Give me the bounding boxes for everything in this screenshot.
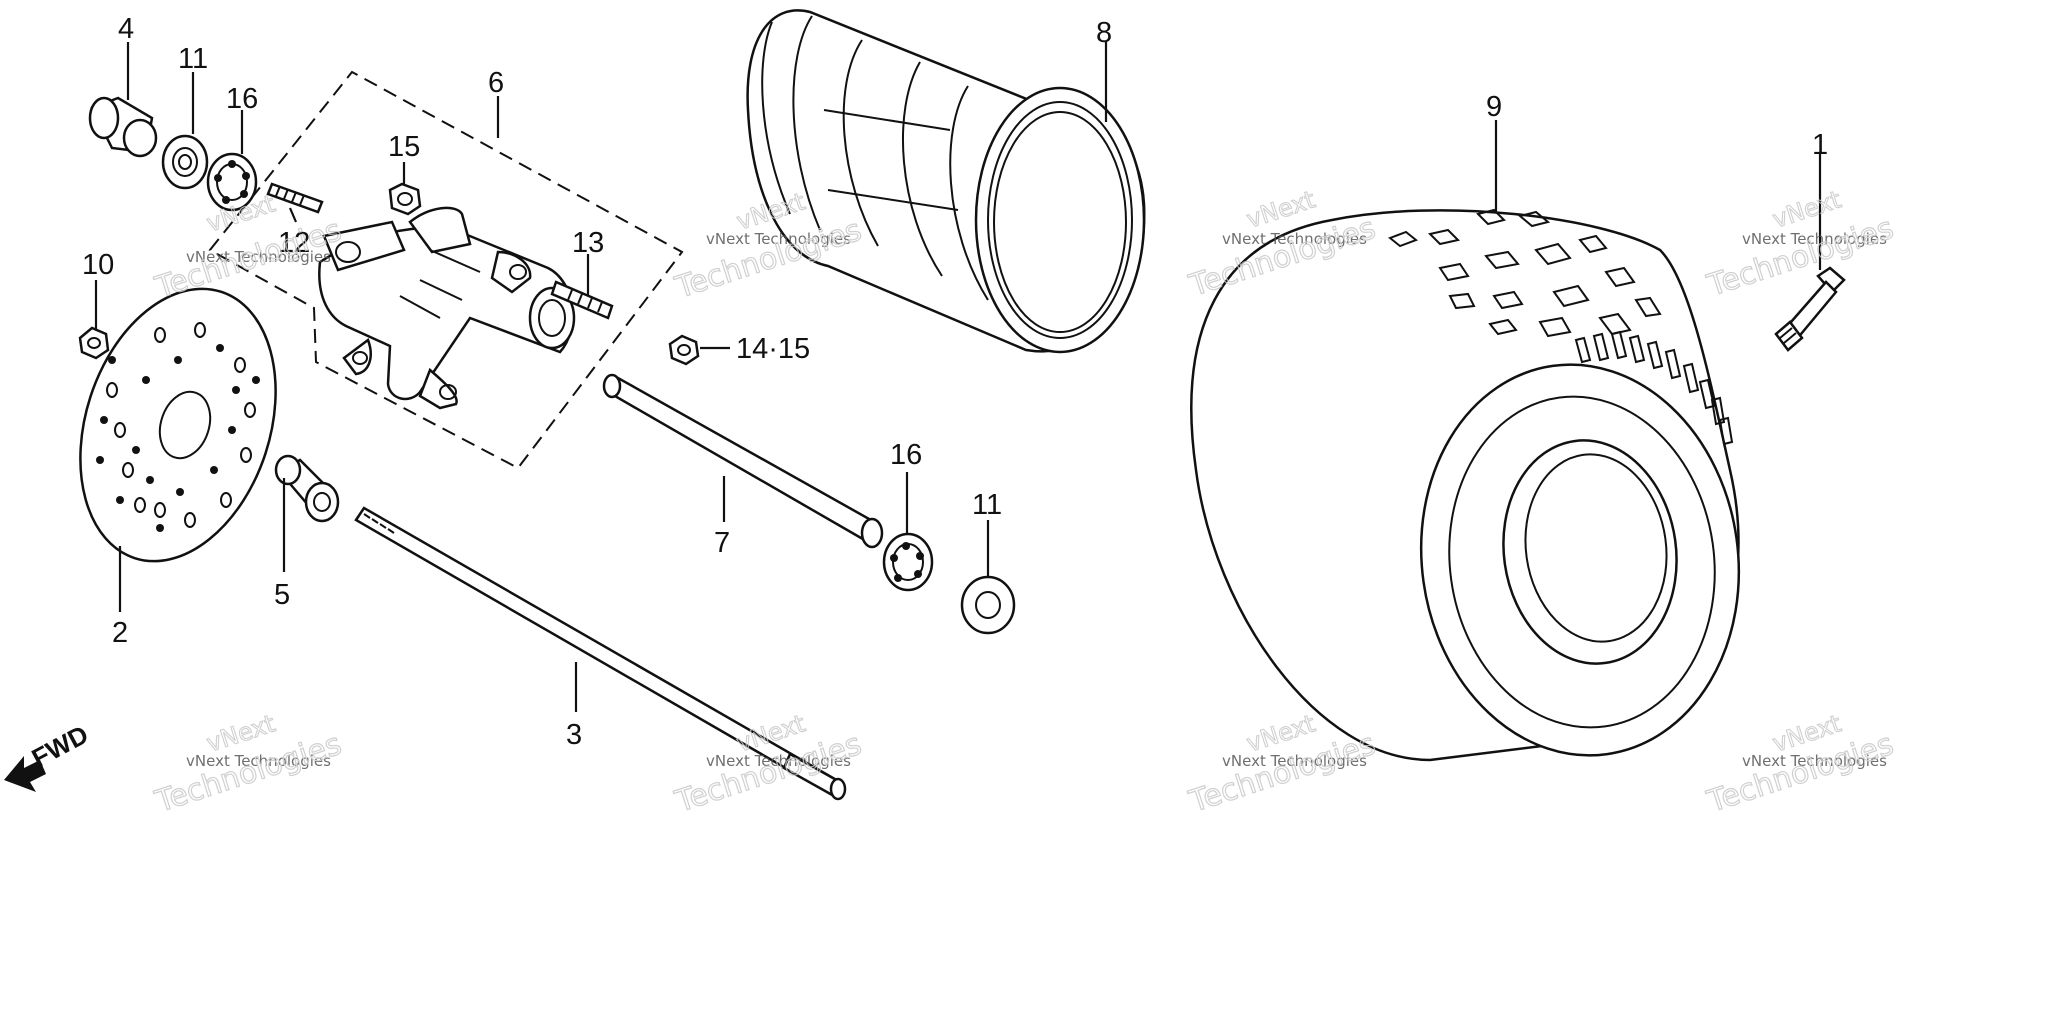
callout-7: 7 — [714, 527, 730, 559]
watermark-line: vNext Technologies — [1742, 230, 1887, 248]
part-4-cap — [88, 96, 158, 158]
watermark-line: vNext Technologies — [186, 752, 331, 770]
part-5-spacer — [274, 454, 340, 523]
part-15-nut — [388, 182, 422, 216]
part-13-stud — [550, 280, 614, 320]
part-9-tire — [1190, 208, 1741, 762]
part-8-rim — [746, 9, 1146, 354]
part-16-bearing-lower — [882, 532, 934, 592]
fwd-indicator: FWD — [4, 719, 93, 792]
part-6-boundary — [208, 70, 684, 470]
callout-9: 9 — [1486, 91, 1502, 123]
part-14-15-nut — [668, 334, 700, 366]
callout-5: 5 — [274, 579, 290, 611]
watermark-line: vNext Technologies — [706, 752, 851, 770]
part-11-bearing — [161, 134, 209, 190]
part-6-hub — [318, 206, 576, 410]
callout-11: 11 — [178, 43, 208, 75]
callout-13: 13 — [572, 227, 604, 259]
part-10-nut — [78, 326, 110, 360]
callout-12: 12 — [278, 227, 310, 259]
part-11-bearing-lower — [960, 575, 1016, 635]
callout-16: 16 — [226, 83, 258, 115]
callout-11-lower: 11 — [972, 489, 1002, 521]
part-1-valve — [1774, 266, 1846, 352]
part-12-stud — [266, 182, 324, 214]
watermark-line: vNext Technologies — [1222, 230, 1367, 248]
callout-10: 10 — [82, 249, 114, 281]
callout-8: 8 — [1096, 17, 1112, 49]
callout-2: 2 — [112, 617, 128, 649]
watermark-line: vNext Technologies — [186, 248, 331, 266]
callout-14-15: 14·15 — [736, 333, 810, 365]
watermark-line: vNext Technologies — [706, 230, 851, 248]
fwd-arrow-icon — [4, 756, 46, 792]
callout-3: 3 — [566, 719, 582, 751]
watermark-line: vNext Technologies — [1222, 752, 1367, 770]
leader-lines — [94, 42, 1822, 712]
callout-labels: 4 11 16 6 15 12 13 10 14·15 2 5 7 16 11 … — [82, 13, 1828, 751]
watermark-brand-top: vNext — [1769, 185, 1844, 233]
callout-4: 4 — [118, 13, 134, 45]
part-2-brake-disc — [79, 287, 277, 563]
fwd-label: FWD — [27, 719, 93, 773]
part-16-bearing — [206, 152, 258, 212]
part-3-axle — [354, 506, 847, 801]
watermark-line: vNext Technologies — [1742, 752, 1887, 770]
part-7-sleeve — [602, 373, 884, 549]
callout-16-lower: 16 — [890, 439, 922, 471]
callout-1: 1 — [1812, 129, 1828, 161]
callout-15: 15 — [388, 131, 420, 163]
callout-6: 6 — [488, 67, 504, 99]
